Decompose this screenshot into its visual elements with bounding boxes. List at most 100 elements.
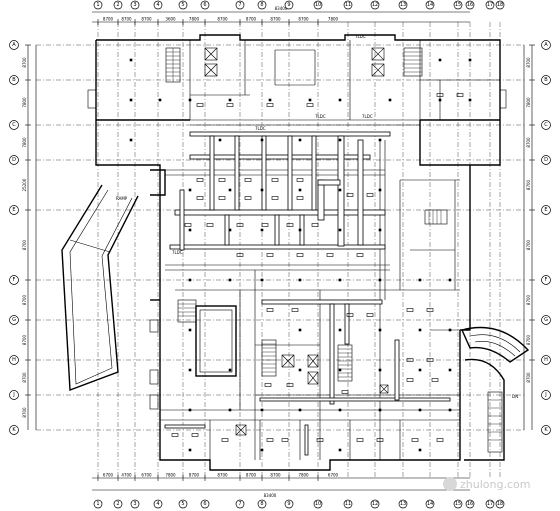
column [448, 278, 452, 282]
axis-bubble-bottom [93, 499, 103, 509]
axis-bubble-top [93, 0, 103, 10]
air-terminal [218, 178, 226, 182]
column [338, 188, 342, 192]
axis-bubble-left [9, 120, 19, 130]
dimension-text: 8700 [526, 57, 531, 68]
axis-bubble-top [370, 0, 380, 10]
axis-label-bottom: 2 [116, 501, 119, 507]
air-terminal [191, 433, 199, 437]
air-terminal [426, 308, 434, 312]
dimension-text: 8700 [246, 17, 257, 22]
dimension-text: 8700 [22, 372, 27, 383]
air-terminal [236, 223, 244, 227]
column [260, 448, 264, 452]
axis-bubble-left [9, 75, 19, 85]
axis-label-top: 13 [400, 2, 406, 8]
axis-label-bottom: 16 [467, 501, 473, 507]
air-terminal [244, 196, 252, 200]
column [338, 228, 342, 232]
top-room-label-b: 7LDC [315, 114, 326, 119]
axis-label-right: H [544, 357, 548, 363]
dimension-text: 8700 [246, 473, 257, 478]
air-terminal [264, 383, 272, 387]
air-terminal [306, 103, 314, 107]
column [438, 58, 442, 62]
axis-label-top: 1 [96, 2, 99, 8]
dimension-text: 8700 [217, 473, 228, 478]
axis-label-right: J [544, 392, 546, 398]
column [158, 98, 162, 102]
air-terminal [184, 223, 192, 227]
air-terminal [411, 438, 419, 442]
axis-label-bottom: 15 [455, 501, 461, 507]
axis-label-bottom: 1 [96, 501, 99, 507]
axis-bubble-bottom [284, 499, 294, 509]
column [188, 98, 192, 102]
axis-bubble-right [541, 315, 551, 325]
axis-label-top: 6 [203, 2, 206, 8]
air-terminal [244, 178, 252, 182]
watermark: zhulong.com [443, 477, 530, 491]
axis-label-bottom: 11 [345, 501, 351, 507]
column [338, 328, 342, 332]
air-terminal [206, 223, 214, 227]
axis-label-left: G [12, 317, 16, 323]
column [188, 368, 192, 372]
axis-bubble-bottom [343, 499, 353, 509]
dimension-text: 8700 [121, 17, 132, 22]
column [188, 448, 192, 452]
air-terminal [436, 93, 444, 97]
column [298, 408, 302, 412]
axis-bubble-top [200, 0, 210, 10]
axis-label-bottom: 13 [400, 501, 406, 507]
axis-label-left: H [12, 357, 16, 363]
axis-bubble-left [9, 425, 19, 435]
air-terminal [426, 358, 434, 362]
column [308, 98, 312, 102]
axis-label-left: J [12, 392, 14, 398]
axis-bubble-left [9, 315, 19, 325]
column [418, 368, 422, 372]
axis-bubbles: 1122334455667788991010111112121313141415… [9, 0, 551, 509]
column [298, 328, 302, 332]
column [188, 278, 192, 282]
axis-bubble-right [541, 120, 551, 130]
equipment-room [195, 305, 237, 377]
column [188, 228, 192, 232]
axis-bubble-top [453, 0, 463, 10]
column [228, 228, 232, 232]
axis-label-bottom: 6 [203, 501, 206, 507]
watermark-logo-icon [443, 477, 457, 491]
axis-label-left: A [12, 42, 16, 48]
left-edge-details [87, 89, 507, 410]
room-labels: 7LDC 7LDC 7LDC 7LDC 7LDC [172, 34, 373, 255]
axis-label-left: K [12, 427, 16, 433]
axis-label-top: 9 [287, 2, 290, 8]
axis-bubble-top [178, 0, 188, 10]
column [228, 408, 232, 412]
dimension-text: 6700 [103, 473, 114, 478]
dimension-text: 8700 [526, 294, 531, 305]
column [298, 228, 302, 232]
axis-bubble-top [113, 0, 123, 10]
air-terminal [296, 196, 304, 200]
column [268, 98, 272, 102]
axis-bubble-right [541, 205, 551, 215]
dimension-text: 7800 [22, 137, 27, 148]
column [338, 138, 342, 142]
axis-label-left: E [12, 207, 15, 213]
dimension-text: 8700 [526, 372, 531, 383]
column [378, 278, 382, 282]
axis-label-bottom: 17 [487, 501, 493, 507]
air-terminal [366, 193, 374, 197]
axis-label-bottom: 14 [427, 501, 433, 507]
air-terminal [261, 223, 269, 227]
axis-label-top: 10 [315, 2, 321, 8]
air-terminal [311, 223, 319, 227]
entrance-ramp: RAMP [61, 184, 139, 391]
